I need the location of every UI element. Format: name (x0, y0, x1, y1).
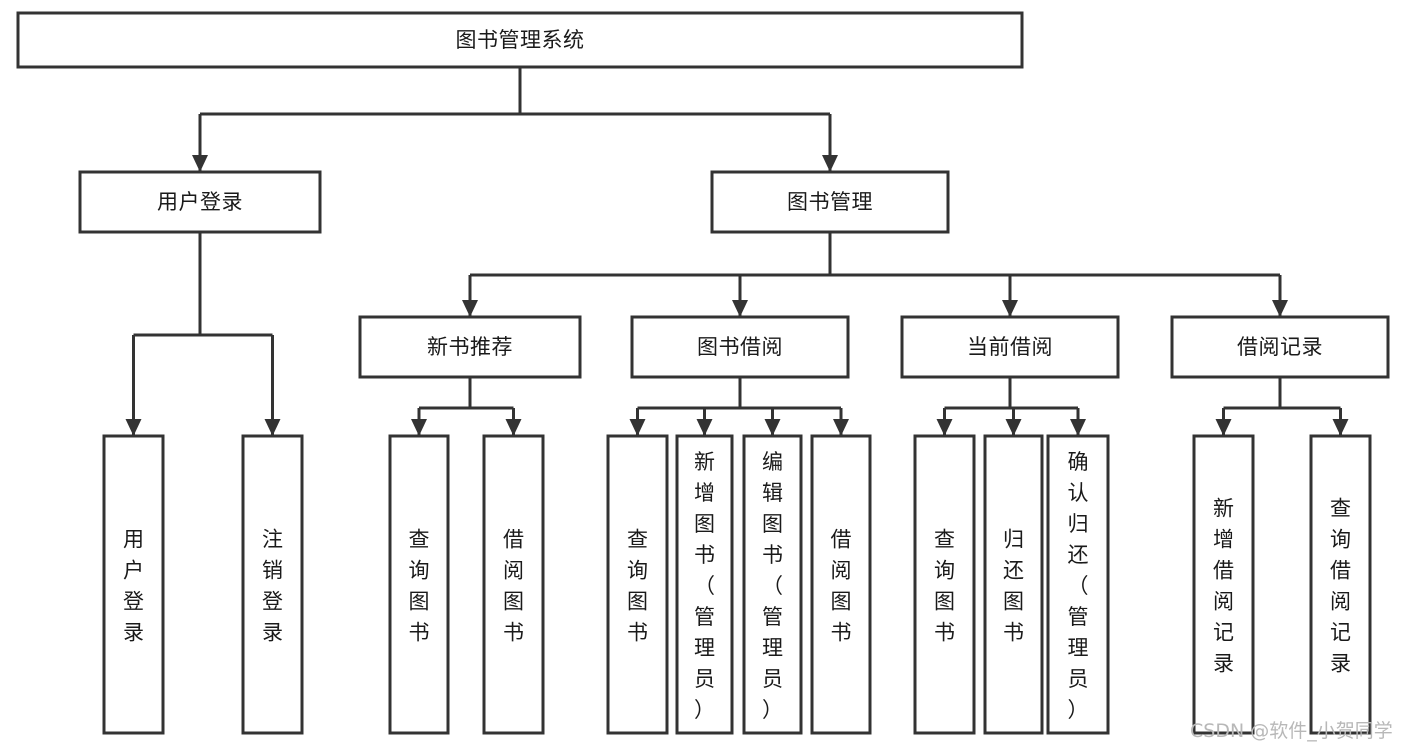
arrow-head-leaf-query-book-3 (936, 419, 953, 436)
node-leaf-query-book-3-label: 查询图书 (934, 528, 955, 645)
connector-layer (125, 67, 1349, 436)
node-leaf-user-login-label: 用户登录 (123, 528, 144, 645)
node-root-label: 图书管理系统 (456, 28, 585, 52)
node-new-book-rec[interactable]: 新书推荐 (358, 315, 582, 379)
arrow-head-leaf-logout (264, 419, 281, 436)
node-leaf-add-book-label: 新增图书（管理员） (694, 450, 715, 722)
node-leaf-query-book-1-box[interactable] (388, 434, 450, 735)
node-leaf-query-book-3[interactable]: 查询图书 (913, 434, 976, 735)
node-leaf-borrow-book-2-box[interactable] (810, 434, 872, 735)
node-user-login-box[interactable] (78, 170, 322, 234)
node-leaf-edit-book-box[interactable] (742, 434, 803, 735)
node-leaf-add-book[interactable]: 新增图书（管理员） (675, 434, 734, 735)
node-current-borrow-box[interactable] (900, 315, 1120, 379)
node-leaf-query-record-label: 查询借阅记录 (1330, 497, 1351, 676)
node-leaf-query-book-3-box[interactable] (913, 434, 976, 735)
arrow-head-leaf-return-book (1005, 419, 1022, 436)
node-leaf-add-record[interactable]: 新增借阅记录 (1192, 434, 1255, 735)
node-book-manage-label: 图书管理 (787, 190, 873, 214)
node-root[interactable]: 图书管理系统 (16, 11, 1024, 69)
node-leaf-logout-label: 注销登录 (262, 528, 283, 645)
node-root-box[interactable] (16, 11, 1024, 69)
node-leaf-query-record-box[interactable] (1309, 434, 1372, 735)
node-book-borrow-box[interactable] (630, 315, 850, 379)
node-borrow-record-label: 借阅记录 (1237, 335, 1323, 359)
arrow-head-new-book-rec (462, 300, 478, 317)
node-leaf-return-book[interactable]: 归还图书 (983, 434, 1044, 735)
node-leaf-query-book-2-label: 查询图书 (627, 528, 648, 645)
node-leaf-confirm-return-box[interactable] (1046, 434, 1110, 735)
arrow-head-leaf-borrow-book-2 (833, 419, 849, 436)
node-book-manage-box[interactable] (710, 170, 950, 234)
node-user-login[interactable]: 用户登录 (78, 170, 322, 234)
node-layer: 图书管理系统用户登录图书管理新书推荐图书借阅当前借阅借阅记录用户登录注销登录查询… (16, 11, 1390, 735)
node-leaf-query-book-1[interactable]: 查询图书 (388, 434, 450, 735)
node-leaf-borrow-book-1-label: 借阅图书 (503, 528, 524, 645)
node-book-borrow-label: 图书借阅 (697, 335, 783, 359)
arrow-head-current-borrow (1002, 300, 1018, 317)
node-leaf-borrow-book-2-label: 借阅图书 (831, 528, 852, 645)
node-leaf-borrow-book-1[interactable]: 借阅图书 (482, 434, 545, 735)
node-leaf-borrow-book-1-box[interactable] (482, 434, 545, 735)
node-leaf-query-book-1-label: 查询图书 (409, 528, 430, 645)
node-leaf-add-record-label: 新增借阅记录 (1213, 497, 1234, 676)
node-leaf-confirm-return[interactable]: 确认归还（管理员） (1046, 434, 1110, 735)
node-leaf-query-book-2[interactable]: 查询图书 (606, 434, 669, 735)
node-leaf-return-book-box[interactable] (983, 434, 1044, 735)
node-borrow-record-box[interactable] (1170, 315, 1390, 379)
node-current-borrow[interactable]: 当前借阅 (900, 315, 1120, 379)
node-leaf-edit-book-label: 编辑图书（管理员） (762, 450, 783, 722)
node-borrow-record[interactable]: 借阅记录 (1170, 315, 1390, 379)
node-leaf-return-book-label: 归还图书 (1003, 528, 1024, 645)
arrow-head-user-login (192, 155, 208, 172)
arrow-head-book-manage (822, 155, 838, 172)
node-leaf-user-login-box[interactable] (102, 434, 165, 735)
arrow-head-leaf-confirm-return (1070, 419, 1086, 436)
arrow-head-borrow-record (1272, 300, 1288, 317)
node-book-borrow[interactable]: 图书借阅 (630, 315, 850, 379)
arrow-head-leaf-query-record (1332, 419, 1349, 436)
node-leaf-add-record-box[interactable] (1192, 434, 1255, 735)
node-leaf-add-book-box[interactable] (675, 434, 734, 735)
node-new-book-rec-label: 新书推荐 (427, 335, 513, 359)
node-leaf-borrow-book-2[interactable]: 借阅图书 (810, 434, 872, 735)
arrow-head-leaf-edit-book (764, 419, 781, 436)
arrow-head-leaf-user-login (125, 419, 142, 436)
node-current-borrow-label: 当前借阅 (967, 335, 1053, 359)
arrow-head-leaf-query-book-2 (629, 419, 646, 436)
node-new-book-rec-box[interactable] (358, 315, 582, 379)
node-leaf-logout-box[interactable] (241, 434, 304, 735)
node-leaf-query-record[interactable]: 查询借阅记录 (1309, 434, 1372, 735)
arrow-head-book-borrow (732, 300, 748, 317)
arrow-head-leaf-add-book (696, 419, 713, 436)
node-book-manage[interactable]: 图书管理 (710, 170, 950, 234)
arrow-head-leaf-query-book-1 (411, 419, 427, 436)
node-user-login-label: 用户登录 (157, 190, 243, 214)
arrow-head-leaf-add-record (1215, 419, 1232, 436)
node-leaf-edit-book[interactable]: 编辑图书（管理员） (742, 434, 803, 735)
node-leaf-user-login[interactable]: 用户登录 (102, 434, 165, 735)
node-leaf-logout[interactable]: 注销登录 (241, 434, 304, 735)
node-leaf-query-book-2-box[interactable] (606, 434, 669, 735)
node-leaf-confirm-return-label: 确认归还（管理员） (1068, 450, 1089, 722)
arrow-head-leaf-borrow-book-1 (505, 419, 522, 436)
